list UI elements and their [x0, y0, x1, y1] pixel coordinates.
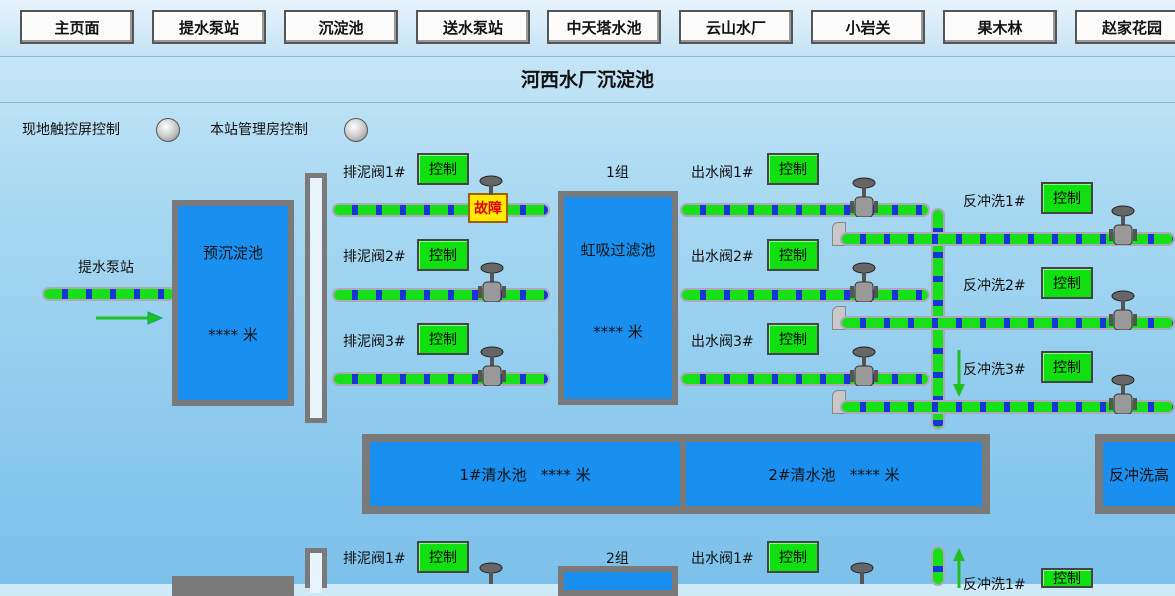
nav-pump-station[interactable]: 提水泵站: [152, 10, 266, 44]
clear-tank-2-level: **** 米: [849, 466, 900, 484]
g2-backwash-1-control-button[interactable]: 控制: [1041, 568, 1093, 588]
clear-tank-1-label: 1#清水池 **** 米: [370, 464, 680, 485]
backwash-pipe-2: [840, 316, 1175, 330]
backwash-1-label: 反冲洗1#: [963, 194, 1026, 210]
group-1-label: 1组: [606, 165, 629, 181]
g2-outlet-valve-1-label: 出水阀1#: [691, 551, 754, 567]
flow-arrow-icon: [96, 311, 164, 325]
distribution-channel: [305, 173, 327, 423]
backwash-pipe-3: [840, 400, 1175, 414]
backwash-valve-2-icon: [1109, 290, 1137, 330]
drain-pipe-2: [332, 288, 550, 302]
nav-zhaojia-garden[interactable]: 赵家花园: [1075, 10, 1175, 44]
clear-tank-2-name: 2#清水池: [768, 466, 836, 484]
backwash-3-control-button[interactable]: 控制: [1041, 351, 1093, 383]
mode-station-label: 本站管理房控制: [210, 122, 308, 138]
outlet-pipe-3: [680, 372, 930, 386]
g2-drain-valve-1-label: 排泥阀1#: [343, 551, 406, 567]
drain-valve-1-label: 排泥阀1#: [343, 165, 406, 181]
outlet-valve-2-label: 出水阀2#: [691, 249, 754, 265]
group-2-label: 2组: [606, 551, 629, 567]
clear-tank-2-label: 2#清水池 **** 米: [686, 464, 982, 485]
outlet-valve-1-label: 出水阀1#: [691, 165, 754, 181]
drain-valve-2-icon: [478, 262, 506, 302]
nav-xiaoyanguan[interactable]: 小岩关: [811, 10, 925, 44]
page-title: 河西水厂沉淀池: [0, 58, 1175, 103]
drain-valve-3-icon: [478, 346, 506, 386]
valve-actuator-icon: [479, 562, 503, 584]
outlet-valve-3-label: 出水阀3#: [691, 334, 754, 350]
pre-sedimentation-tank-2: [172, 576, 294, 596]
drain-valve-1-fault-indicator[interactable]: 故障: [468, 193, 508, 223]
nav-zhongtian-tower[interactable]: 中天塔水池: [547, 10, 661, 44]
clear-water-tanks: 1#清水池 **** 米 2#清水池 **** 米: [362, 434, 990, 514]
nav-guomulin[interactable]: 果木林: [943, 10, 1057, 44]
g2-outlet-valve-1-control-button[interactable]: 控制: [767, 541, 819, 573]
backwash-2-control-button[interactable]: 控制: [1041, 267, 1093, 299]
backwash-2-label: 反冲洗2#: [963, 278, 1026, 294]
outlet-valve-2-control-button[interactable]: 控制: [767, 239, 819, 271]
tank-name: 预沉淀池: [202, 244, 263, 262]
backwash-high-label: 反冲洗高: [1109, 466, 1170, 484]
flow-down-arrow-icon: [953, 350, 965, 397]
siphon-filter-tank-2: [558, 566, 678, 596]
nav-yunshan-plant[interactable]: 云山水厂: [679, 10, 793, 44]
inlet-pipe: [42, 287, 176, 301]
backwash-pipe-1: [840, 232, 1175, 246]
top-nav: 主页面 提水泵站 沉淀池 送水泵站 中天塔水池 云山水厂 小岩关 果木林 赵家花…: [0, 0, 1175, 57]
filter-name: 虹吸过滤池: [580, 241, 656, 259]
pre-sedimentation-tank: 预沉淀池 **** 米: [172, 200, 294, 406]
nav-home[interactable]: 主页面: [20, 10, 134, 44]
drain-pipe-3: [332, 372, 550, 386]
backwash-valve-1-icon: [1109, 205, 1137, 245]
tank-level: **** 米: [208, 326, 258, 344]
g2-backwash-1-label: 反冲洗1#: [963, 577, 1026, 593]
filter-level: **** 米: [593, 323, 643, 341]
backwash-valve-3-icon: [1109, 374, 1137, 414]
backwash-high-tank: 反冲洗高: [1095, 434, 1175, 514]
nav-sedimentation[interactable]: 沉淀池: [284, 10, 398, 44]
backwash-header-pipe-lower: [931, 546, 945, 586]
mode-station-indicator: [344, 118, 368, 142]
backwash-1-control-button[interactable]: 控制: [1041, 182, 1093, 214]
drain-valve-2-label: 排泥阀2#: [343, 249, 406, 265]
drain-valve-3-label: 排泥阀3#: [343, 334, 406, 350]
mode-local-label: 现地触控屏控制: [22, 122, 120, 138]
backwash-3-label: 反冲洗3#: [963, 362, 1026, 378]
mode-local-indicator: [156, 118, 180, 142]
valve-actuator-icon: [479, 175, 503, 195]
outlet-valve-3-control-button[interactable]: 控制: [767, 323, 819, 355]
outlet-valve-1-icon: [850, 177, 878, 217]
outlet-valve-3-icon: [850, 346, 878, 386]
clear-tank-1-name: 1#清水池: [459, 466, 527, 484]
outlet-pipe-2: [680, 288, 930, 302]
drain-valve-2-control-button[interactable]: 控制: [417, 239, 469, 271]
siphon-filter-tank: 虹吸过滤池 **** 米: [558, 191, 678, 405]
flow-up-arrow-icon: [953, 548, 965, 588]
nav-delivery-pump[interactable]: 送水泵站: [416, 10, 530, 44]
g2-drain-valve-1-control-button[interactable]: 控制: [417, 541, 469, 573]
clear-tank-1-level: **** 米: [540, 466, 591, 484]
outlet-valve-1-control-button[interactable]: 控制: [767, 153, 819, 185]
outlet-valve-2-icon: [850, 262, 878, 302]
distribution-channel-2: [305, 548, 327, 593]
valve-actuator-icon: [850, 562, 874, 584]
drain-valve-1-control-button[interactable]: 控制: [417, 153, 469, 185]
outlet-pipe-1: [680, 203, 930, 217]
pump-station-label: 提水泵站: [78, 260, 134, 276]
drain-valve-3-control-button[interactable]: 控制: [417, 323, 469, 355]
drain-pipe-1: [332, 203, 550, 217]
